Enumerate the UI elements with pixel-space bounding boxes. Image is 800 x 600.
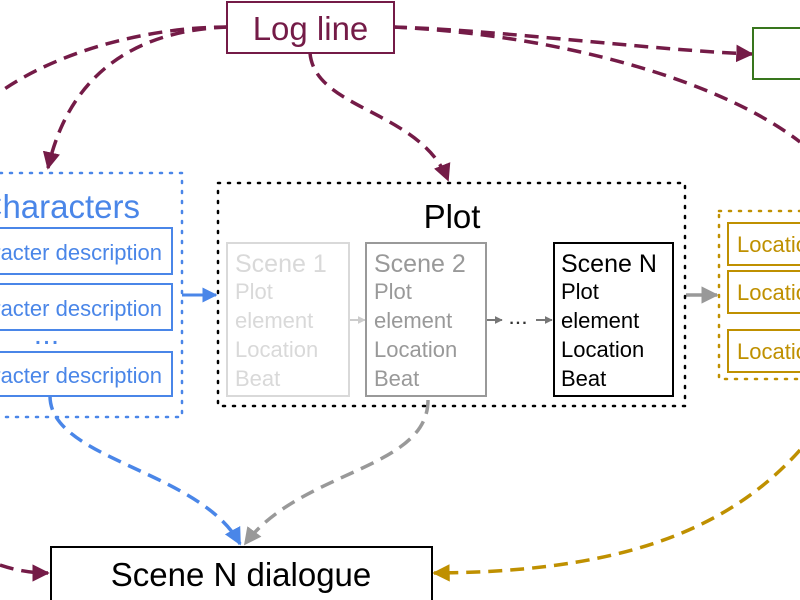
plot-group: Plot Scene 1 Plot element Location Beat … <box>216 181 687 408</box>
location-item[interactable]: Location <box>727 329 800 373</box>
logline-node[interactable]: Log line <box>226 1 395 54</box>
location-item-label: Location <box>737 280 800 305</box>
characters-group: Characters Character description Charact… <box>0 171 184 419</box>
location-item[interactable]: Location <box>727 222 800 266</box>
arrow-locations-to-dialogue <box>432 448 800 582</box>
dialogue-label: Scene N dialogue <box>111 556 372 593</box>
scene-line: Plot <box>235 279 273 304</box>
character-item-label: Character description <box>0 296 162 321</box>
scenes-ellipsis: ... <box>509 311 528 328</box>
character-item-label: Character description <box>0 363 162 388</box>
scene-card-2[interactable]: Scene 2 Plot element Location Beat <box>365 242 487 397</box>
dialogue-node[interactable]: Scene N dialogue <box>50 546 433 600</box>
scene-line: Plot <box>561 279 599 304</box>
scene-title: Scene 1 <box>235 250 327 278</box>
scene-line: Plot <box>374 279 412 304</box>
characters-ellipsis: ... <box>35 327 61 349</box>
scene-line: Location <box>235 337 318 362</box>
arrow-logline-to-characters <box>42 25 229 170</box>
location-item-label: Location <box>737 339 800 364</box>
locations-group: Location Location Location <box>717 209 800 381</box>
scene-line: Beat <box>235 366 280 391</box>
character-item-label: Character description <box>0 240 162 265</box>
scene-line: element <box>235 308 313 333</box>
scene-title: Scene 2 <box>374 250 466 278</box>
character-item[interactable]: Character description <box>0 283 173 331</box>
scene-line: Beat <box>374 366 419 391</box>
arrow-characters-to-dialogue <box>48 395 242 546</box>
green-node[interactable] <box>752 27 800 80</box>
arrow-logline-to-locations <box>392 25 800 144</box>
character-item[interactable]: Character description <box>0 351 173 397</box>
scene-title: Scene N <box>561 250 657 278</box>
logline-label: Log line <box>253 10 369 47</box>
scene-card-n[interactable]: Scene N Plot element Location Beat <box>553 242 674 397</box>
arrow-offscreen-to-dialogue <box>0 563 50 582</box>
scene-line: Location <box>561 337 644 362</box>
arrow-logline-to-plot <box>308 52 451 182</box>
scene-line: Location <box>374 337 457 362</box>
character-item[interactable]: Character description <box>0 227 173 275</box>
plot-title: Plot <box>424 198 481 235</box>
scene-line: Beat <box>561 366 606 391</box>
scene-card-1[interactable]: Scene 1 Plot element Location Beat <box>226 242 350 397</box>
characters-title: Characters <box>0 188 140 225</box>
location-item-label: Location <box>737 232 800 257</box>
arrow-scene2-to-dialogue <box>243 399 430 546</box>
connectors <box>0 25 800 582</box>
location-item[interactable]: Location <box>727 270 800 314</box>
scene-line: element <box>374 308 452 333</box>
scene-line: element <box>561 308 639 333</box>
